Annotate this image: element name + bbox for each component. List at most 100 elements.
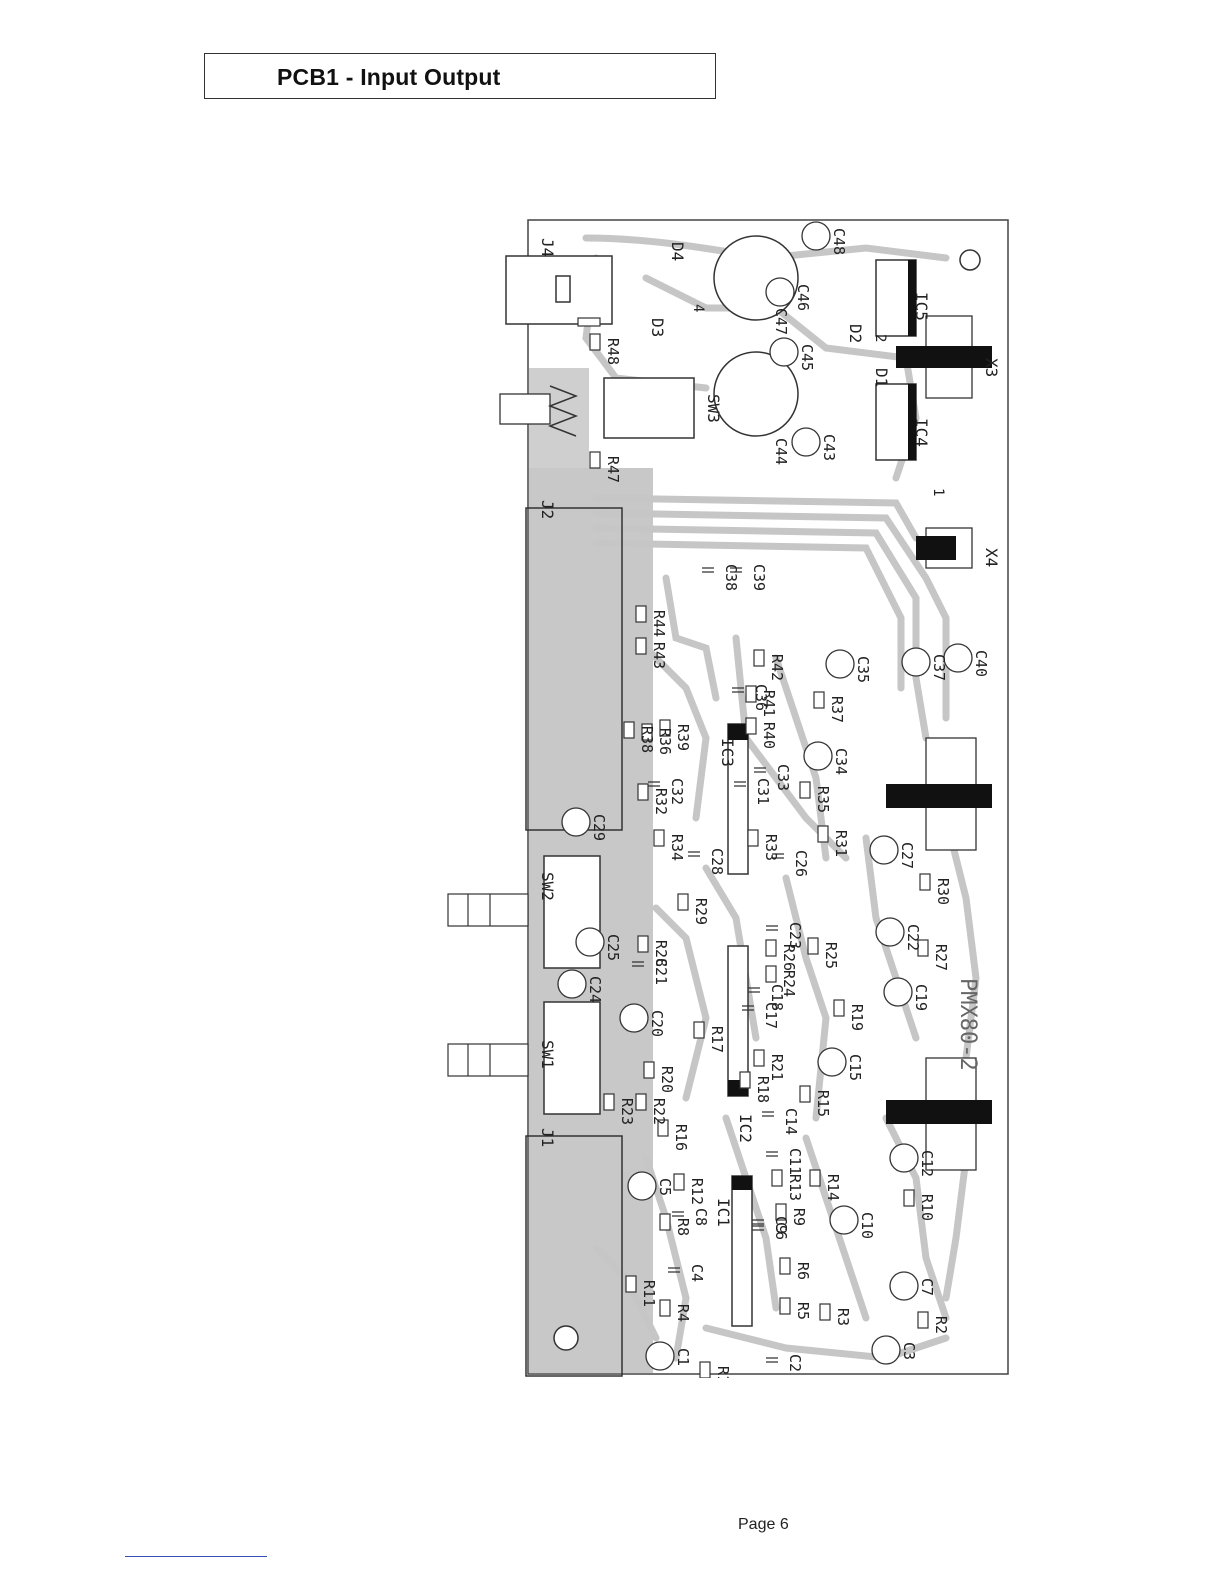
- designator-r15: R15: [814, 1090, 832, 1117]
- capacitor-c38: [702, 567, 714, 573]
- designator-c19: C19: [912, 984, 930, 1011]
- capacitor-c2: [766, 1357, 778, 1363]
- resistor-r9: [775, 1203, 787, 1221]
- capacitor-c7: [889, 1271, 919, 1301]
- designator-c40: C40: [972, 650, 990, 677]
- capacitor-c10: [829, 1205, 859, 1235]
- designator-r14: R14: [824, 1174, 842, 1201]
- capacitor-c46: [765, 277, 795, 307]
- resistor-r39: [659, 719, 671, 737]
- capacitor-c3: [871, 1335, 901, 1365]
- resistor-r48: [589, 333, 601, 351]
- designator-c25: C25: [604, 934, 622, 961]
- designator-r16: R16: [672, 1124, 690, 1151]
- designator-c26: C26: [792, 850, 810, 877]
- designator-c47: C47: [772, 308, 790, 335]
- designator-r32: R32: [652, 788, 670, 815]
- designator-r44: R44: [650, 610, 668, 637]
- capacitor-c14: [762, 1111, 774, 1117]
- designator-r43: R43: [650, 642, 668, 669]
- resistor-r30: [919, 873, 931, 891]
- designator-r48: R48: [604, 338, 622, 365]
- designator-r40: R40: [760, 722, 778, 749]
- designator-ic4: IC4: [912, 418, 931, 447]
- capacitor-c39: [730, 567, 742, 573]
- designator-j4: J4: [538, 238, 557, 257]
- designator-ic2: IC2: [736, 1114, 755, 1143]
- switch-sw3-body: [499, 377, 695, 439]
- designator-c7: C7: [918, 1278, 936, 1296]
- designator-r9: R9: [790, 1208, 808, 1226]
- resistor-r19: [833, 999, 845, 1017]
- capacitor-c22: [875, 917, 905, 947]
- designator-j2: J2: [538, 500, 557, 519]
- designator-r39: R39: [674, 724, 692, 751]
- designator-r8: R8: [674, 1218, 692, 1236]
- heatsink-lower: [886, 1057, 992, 1171]
- capacitor-c48: [801, 221, 831, 251]
- connector-j1: [525, 1135, 623, 1377]
- capacitor-c36: [732, 687, 744, 693]
- capacitor-c24: [557, 969, 587, 999]
- designator-c12: C12: [918, 1150, 936, 1177]
- designator-c6: C6: [772, 1222, 790, 1240]
- capacitor-c29: [561, 807, 591, 837]
- ic3-package: [727, 723, 749, 875]
- labels-layer: J1J2J4X3X4SW1SW2SW3IC1IC2IC3IC4IC5D1D2D3…: [538, 228, 1001, 1384]
- designator-ic1: IC1: [714, 1198, 733, 1227]
- resistor-r11: [625, 1275, 637, 1293]
- designator-c45: C45: [798, 344, 816, 371]
- resistor-r33: [747, 829, 759, 847]
- resistor-r17: [693, 1021, 705, 1039]
- capacitor-c33: [754, 767, 766, 773]
- switch-sw1-body: [447, 1001, 601, 1115]
- designator-r25: R25: [822, 942, 840, 969]
- page-title: PCB1 - Input Output: [277, 64, 501, 90]
- resistor-r37: [813, 691, 825, 709]
- jack-j4: [505, 255, 613, 327]
- designator-c34: C34: [832, 748, 850, 775]
- resistor-r34: [653, 829, 665, 847]
- capacitor-c15: [817, 1047, 847, 1077]
- resistor-r6: [779, 1257, 791, 1275]
- resistor-r10: [903, 1189, 915, 1207]
- capacitor-c18: [748, 987, 760, 993]
- designator-x4: X4: [982, 548, 1001, 567]
- resistor-r29: [677, 893, 689, 911]
- capacitor-c5: [627, 1171, 657, 1201]
- designator-c36: C36: [752, 684, 770, 711]
- capacitor-c27: [869, 835, 899, 865]
- resistor-r31: [817, 825, 829, 843]
- designator-c10: C10: [858, 1212, 876, 1239]
- designator-c38: C38: [722, 564, 740, 591]
- resistor-r4: [659, 1299, 671, 1317]
- designator-r37: R37: [828, 696, 846, 723]
- capacitor-c9: [752, 1219, 764, 1225]
- resistor-r38: [623, 721, 635, 739]
- designator-ic5: IC5: [912, 292, 931, 321]
- designator-d3: D3: [648, 318, 667, 337]
- pin-label-2: 2: [872, 334, 888, 342]
- designator-r42: R42: [768, 654, 786, 681]
- designator-c18: C18: [768, 984, 786, 1011]
- designator-c14: C14: [782, 1108, 800, 1135]
- pin-label-4: 4: [690, 304, 706, 312]
- capacitor-c40: [943, 643, 973, 673]
- pin-label-1: 1: [930, 488, 946, 496]
- designator-c3: C3: [900, 1342, 918, 1360]
- parts-layer: [557, 221, 973, 1379]
- designator-r1: R1: [714, 1366, 732, 1378]
- page-number: Page 6: [738, 1516, 789, 1533]
- designator-c39: C39: [750, 564, 768, 591]
- designator-r3: R3: [834, 1308, 852, 1326]
- resistor-r14: [809, 1169, 821, 1187]
- capacitor-c20: [619, 1003, 649, 1033]
- designator-r38: R38: [638, 726, 656, 753]
- resistor-r23: [603, 1093, 615, 1111]
- designator-r4: R4: [674, 1304, 692, 1322]
- designator-sw2: SW2: [538, 872, 557, 901]
- designator-c31: C31: [754, 778, 772, 805]
- capacitor-c45: [769, 337, 799, 367]
- mount-hole-top: [959, 249, 981, 271]
- heatsink-upper: [886, 737, 992, 851]
